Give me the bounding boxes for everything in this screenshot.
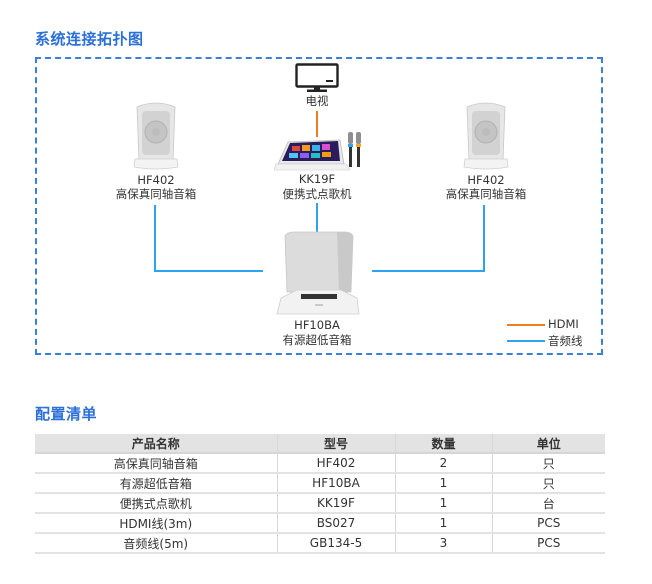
config-list-title: 配置清单	[35, 405, 98, 423]
config-table: 产品名称 型号 数量 单位 高保真同轴音箱 HF402 2 只 有源超低音箱 H…	[35, 434, 605, 554]
cell-product-name: 音频线(5m)	[35, 533, 277, 554]
tv-label: 电视	[305, 94, 329, 108]
speaker-left-name-label: 高保真同轴音箱	[115, 187, 197, 201]
tv-icon	[295, 63, 339, 92]
legend-audio-label: 音频线	[548, 334, 583, 348]
audio-line-right-horizontal	[372, 270, 485, 272]
cell-quantity: 1	[394, 493, 492, 514]
cell-model: GB134-5	[276, 533, 395, 554]
topology-diagram-frame	[35, 57, 603, 355]
cell-unit: PCS	[491, 513, 605, 534]
table-row: 高保真同轴音箱 HF402 2 只	[35, 453, 605, 474]
speaker-left-image	[133, 102, 179, 170]
cell-product-name: 高保真同轴音箱	[35, 453, 277, 474]
cell-model: BS027	[276, 513, 395, 534]
cell-model: KK19F	[276, 493, 395, 514]
legend-hdmi-swatch	[507, 324, 545, 326]
table-row: 便携式点歌机 KK19F 1 台	[35, 493, 605, 514]
table-row: 有源超低音箱 HF10BA 1 只	[35, 473, 605, 494]
cell-unit: 只	[491, 473, 605, 494]
cell-quantity: 1	[394, 513, 492, 534]
cell-model: HF10BA	[276, 473, 395, 494]
cell-product-name: HDMI线(3m)	[35, 513, 277, 534]
table-row: HDMI线(3m) BS027 1 PCS	[35, 513, 605, 534]
audio-line-right-vertical	[483, 205, 485, 272]
topology-title: 系统连接拓扑图	[35, 30, 144, 48]
cell-quantity: 1	[394, 473, 492, 494]
cell-product-name: 有源超低音箱	[35, 473, 277, 494]
karaoke-name-label: 便携式点歌机	[282, 187, 352, 201]
table-row: 音频线(5m) GB134-5 3 PCS	[35, 533, 605, 554]
speaker-right-image	[463, 102, 509, 170]
audio-line-left-horizontal	[154, 270, 263, 272]
cell-unit: 台	[491, 493, 605, 514]
table-header-row: 产品名称 型号 数量 单位	[35, 434, 605, 454]
header-product-name: 产品名称	[35, 434, 277, 454]
karaoke-model-label: KK19F	[298, 172, 336, 186]
header-unit: 单位	[491, 434, 605, 454]
speaker-right-name-label: 高保真同轴音箱	[445, 187, 527, 201]
speaker-left-model-label: HF402	[137, 173, 175, 187]
cell-unit: 只	[491, 453, 605, 474]
karaoke-machine-image	[274, 132, 361, 171]
subwoofer-name-label: 有源超低音箱	[282, 333, 352, 347]
cell-quantity: 2	[394, 453, 492, 474]
legend-audio-swatch	[507, 340, 545, 342]
cell-model: HF402	[276, 453, 395, 474]
cell-product-name: 便携式点歌机	[35, 493, 277, 514]
audio-line-center-vertical	[316, 203, 318, 232]
subwoofer-model-label: HF10BA	[294, 318, 340, 332]
cell-quantity: 3	[394, 533, 492, 554]
hdmi-connection-line	[316, 111, 318, 137]
speaker-right-model-label: HF402	[467, 173, 505, 187]
header-quantity: 数量	[394, 434, 492, 454]
legend-hdmi-label: HDMI	[548, 317, 579, 331]
subwoofer-image	[276, 231, 360, 315]
header-model: 型号	[276, 434, 395, 454]
cell-unit: PCS	[491, 533, 605, 554]
audio-line-left-vertical	[154, 205, 156, 272]
